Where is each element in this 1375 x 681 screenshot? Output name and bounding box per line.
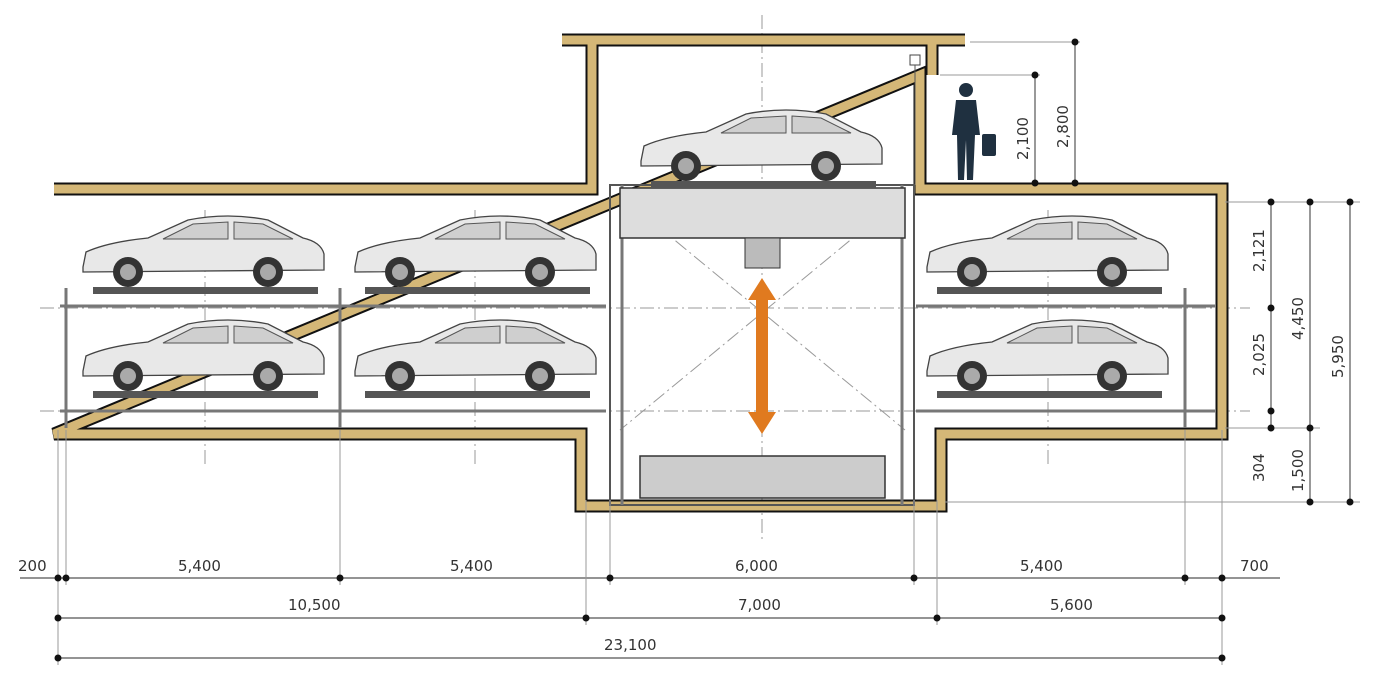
dim-label: 2,025 [1250, 333, 1268, 376]
car [82, 215, 325, 295]
dim-label: 5,400 [1020, 557, 1063, 575]
dim-label: 5,400 [178, 557, 221, 575]
structure-walls [51, 33, 1229, 513]
top-right-dimensions: 2,100 2,800 [940, 38, 1080, 187]
lift-pit-platform [639, 455, 886, 499]
lift-direction-arrow [748, 278, 776, 434]
dim-label: 1,500 [1289, 449, 1307, 492]
dim-label: 700 [1240, 557, 1269, 575]
dim-label: 304 [1250, 453, 1268, 482]
lift-carriage [619, 187, 906, 239]
person-scale-figure-icon [952, 83, 996, 180]
dim-label: 2,800 [1054, 105, 1072, 148]
dim-label: 5,600 [1050, 596, 1093, 614]
right-dimensions: 2,121 2,025 304 4,450 1,500 5,950 [945, 198, 1360, 506]
dim-label: 4,450 [1289, 297, 1307, 340]
door-marker [909, 54, 921, 66]
dim-label: 5,950 [1329, 335, 1347, 378]
dim-label: 23,100 [604, 636, 657, 654]
dim-label: 10,500 [288, 596, 341, 614]
dim-label: 200 [18, 557, 47, 575]
dim-label: 6,000 [735, 557, 778, 575]
car-on-lift [640, 109, 883, 189]
dim-label: 7,000 [738, 596, 781, 614]
cars [82, 109, 1169, 399]
dim-label: 5,400 [450, 557, 493, 575]
bottom-dimensions: 200 5,400 5,400 6,000 5,400 700 10,500 7… [18, 430, 1280, 665]
dim-label: 2,121 [1250, 229, 1268, 272]
dim-label: 2,100 [1014, 117, 1032, 160]
